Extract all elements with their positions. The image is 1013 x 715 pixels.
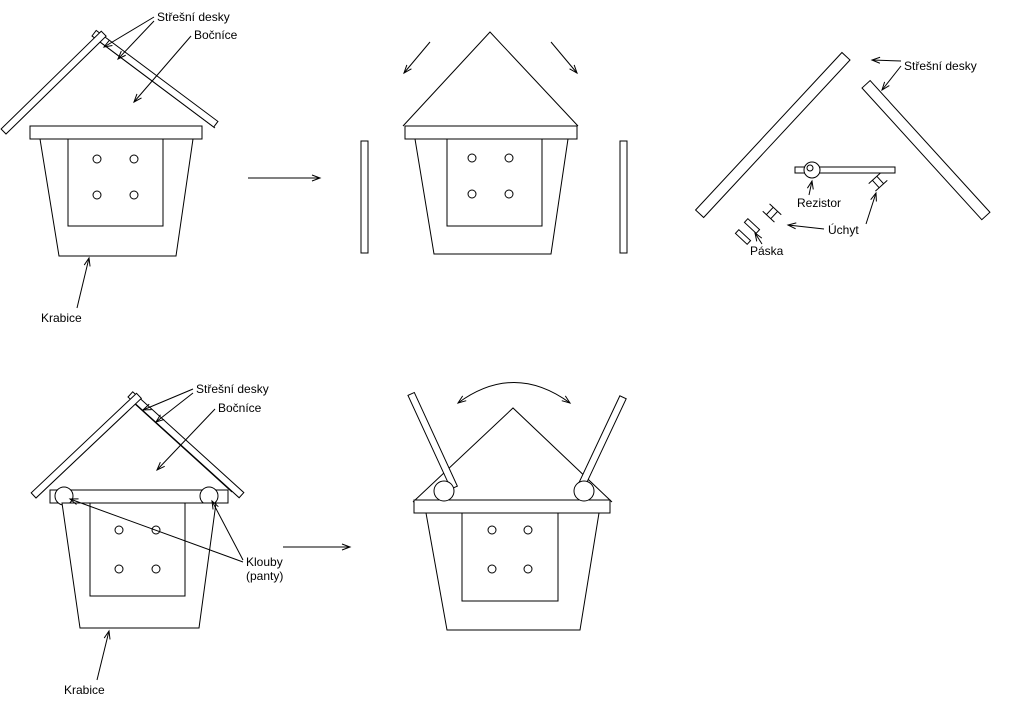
label-tape: Páska [750,244,784,258]
box-body [414,138,569,255]
gable-outline [402,31,579,127]
label-hinges-line1: Klouby [246,555,283,569]
vent-hole [487,525,497,535]
label-roof-boards: Střešní desky [196,382,269,396]
vent-hole [114,525,124,535]
leader-roof-boards [870,56,902,64]
box-front-panel [89,502,186,597]
label-roof-boards: Střešní desky [157,10,230,24]
vent-hole [487,564,497,574]
label-resistor: Rezistor [797,196,841,210]
label-box: Krabice [41,311,82,325]
leader-roof-boards [881,65,902,92]
roof-board-right [91,29,219,128]
label-holder: Úchyt [828,222,859,237]
leader-side-panels [133,35,192,104]
vent-hole [114,564,124,574]
removed-board-right [619,140,628,254]
box-body [61,502,217,629]
holder-clamp-left [762,203,782,223]
vent-hole [523,564,533,574]
leader-resistor [806,179,814,196]
box-top-rim [404,125,578,140]
figure-boards-removed [360,31,628,255]
removed-board-left [360,140,369,254]
label-side-panels: Bočníce [194,28,238,42]
tape-strip [734,229,752,245]
vent-hole [467,153,477,163]
figure-roof-underside-detail: Střešní desky Rezistor Úchyt Páska [694,51,991,258]
vent-hole [467,189,477,199]
swing-arrow [456,382,572,404]
leader-hinge-left [68,498,244,563]
open-board-left [407,391,459,490]
resistor-bar [794,166,896,174]
label-roof-boards: Střešní desky [904,59,977,73]
vent-hole [92,190,102,200]
box-front-panel [446,138,543,227]
leader-roof-boards [117,20,155,61]
vent-hole [151,525,161,535]
roof-board-left [30,392,143,499]
vent-hole [151,564,161,574]
figure-hinged-house: Střešní desky Bočníce Klouby (panty) Kra… [30,382,283,697]
leader-box [76,256,91,309]
label-box: Krabice [64,683,105,697]
leader-roof-boards [102,16,155,48]
box-body [425,512,600,631]
label-hinges-line2: (panty) [246,569,283,583]
leader-box [96,629,111,681]
vent-hole [504,189,514,199]
vent-hole [92,154,102,164]
box-front-panel [461,512,559,602]
box-body [39,138,194,257]
box-top-rim [29,125,203,140]
hinge-left [54,486,74,506]
box-top-rim [413,499,611,514]
gable-outline [11,41,216,129]
resistor-core [806,164,814,172]
leader-hinge-right [211,499,244,561]
figure-closed-house: Střešní desky Bočníce Krabice [0,10,238,325]
leader-roof-boards [141,388,194,411]
leader-tape [754,231,763,245]
hinge-left [433,480,455,502]
vent-hole [129,154,139,164]
gable-outline [41,403,233,493]
roof-board-left [0,30,107,135]
hinge-right [199,486,219,506]
slide-off-arrow-left [403,41,431,75]
label-side-panels: Bočníce [218,401,262,415]
holder-clamp-right [868,172,888,192]
open-board-right [575,395,627,493]
leader-side-panels [156,408,216,472]
roof-board-left [694,51,851,219]
box-front-panel [67,138,164,227]
slide-off-arrow-right [550,41,578,75]
leader-holder [865,191,877,225]
vent-hole [504,153,514,163]
figure-roof-opened [407,382,627,631]
vent-hole [523,525,533,535]
leader-roof-boards [154,392,194,423]
hinge-right [573,480,595,502]
leader-holder [786,222,825,230]
roof-board-right [861,79,991,221]
tape-strip [743,218,761,234]
vent-hole [129,190,139,200]
